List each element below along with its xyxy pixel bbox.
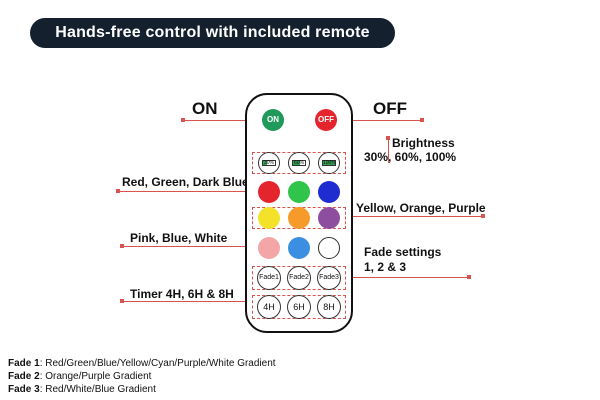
fade3-note-text: : Red/White/Blue Gradient (39, 384, 156, 395)
level-fill (293, 161, 301, 165)
brightness-leader-dot (386, 136, 390, 140)
fade2-note: Fade 2: Orange/Purple Gradient (8, 371, 151, 382)
brightness-title: Brightness (392, 136, 455, 150)
fade1-note-text: : Red/Green/Blue/Yellow/Cyan/Purple/Whit… (39, 358, 276, 369)
colors-row1-dot (116, 189, 120, 193)
color-purple-button[interactable] (318, 207, 340, 229)
off-leader-dot (420, 118, 424, 122)
battery-icon: 30% (262, 160, 276, 166)
fade1-note: Fade 1: Red/Green/Blue/Yellow/Cyan/Purpl… (8, 358, 276, 369)
brightness-100-label: 100% (323, 160, 336, 166)
fade2-button[interactable]: Fade2 (287, 266, 311, 290)
brightness-leader-vline (388, 138, 389, 163)
colors-row3-leader (122, 246, 252, 247)
color-darkblue-button[interactable] (318, 181, 340, 203)
off-callout: OFF (373, 99, 407, 118)
timer-8h-button[interactable]: 8H (317, 295, 341, 319)
on-leader-line (183, 120, 263, 121)
color-yellow-button[interactable] (258, 207, 280, 229)
brightness-levels: 30%, 60%, 100% (364, 150, 457, 164)
brightness-60-label: 60% (293, 160, 304, 166)
colors-row2-callout: Yellow, Orange, Purple (356, 201, 486, 215)
fade2-note-key: Fade 2 (8, 371, 40, 382)
timer-dot (120, 299, 124, 303)
battery-icon: 100% (322, 160, 336, 166)
color-green-button[interactable] (288, 181, 310, 203)
color-white-button[interactable] (318, 237, 340, 259)
color-blue-button[interactable] (288, 237, 310, 259)
level-fill (263, 161, 267, 165)
on-leader-dot (181, 118, 185, 122)
colors-row2-dot (481, 214, 485, 218)
banner-title: Hands-free control with included remote (30, 18, 395, 48)
color-red-button[interactable] (258, 181, 280, 203)
on-callout: ON (192, 99, 218, 118)
fade3-note-key: Fade 3 (8, 384, 40, 395)
colors-row1-callout: Red, Green, Dark Blue (122, 175, 249, 189)
color-orange-button[interactable] (288, 207, 310, 229)
colors-row2-leader (346, 216, 482, 217)
fade1-button[interactable]: Fade1 (257, 266, 281, 290)
brightness-100-button[interactable]: 100% (318, 152, 340, 174)
fade-title: Fade settings (364, 245, 442, 259)
off-button-label: OFF (318, 115, 334, 124)
on-button-label: ON (267, 115, 279, 124)
timer-callout: Timer 4H, 6H & 8H (130, 287, 234, 301)
fade-leader (346, 277, 470, 278)
brightness-30-label: 30% (263, 160, 274, 166)
fade3-button[interactable]: Fade3 (317, 266, 341, 290)
timer-6h-button[interactable]: 6H (287, 295, 311, 319)
colors-row3-callout: Pink, Blue, White (130, 231, 228, 245)
battery-icon: 60% (292, 160, 306, 166)
timer-4h-button[interactable]: 4H (257, 295, 281, 319)
brightness-30-button[interactable]: 30% (258, 152, 280, 174)
fade3-note: Fade 3: Red/White/Blue Gradient (8, 384, 156, 395)
on-button[interactable]: ON (262, 109, 284, 131)
colors-row3-dot (120, 244, 124, 248)
color-pink-button[interactable] (258, 237, 280, 259)
brightness-60-button[interactable]: 60% (288, 152, 310, 174)
level-fill (323, 161, 335, 165)
fade1-note-key: Fade 1 (8, 358, 40, 369)
fade-levels: 1, 2 & 3 (364, 260, 407, 274)
fade2-note-text: : Orange/Purple Gradient (39, 371, 152, 382)
off-button[interactable]: OFF (315, 109, 337, 131)
off-leader-line (337, 120, 422, 121)
colors-row1-leader (118, 191, 252, 192)
timer-leader (122, 301, 252, 302)
fade-dot (467, 275, 471, 279)
